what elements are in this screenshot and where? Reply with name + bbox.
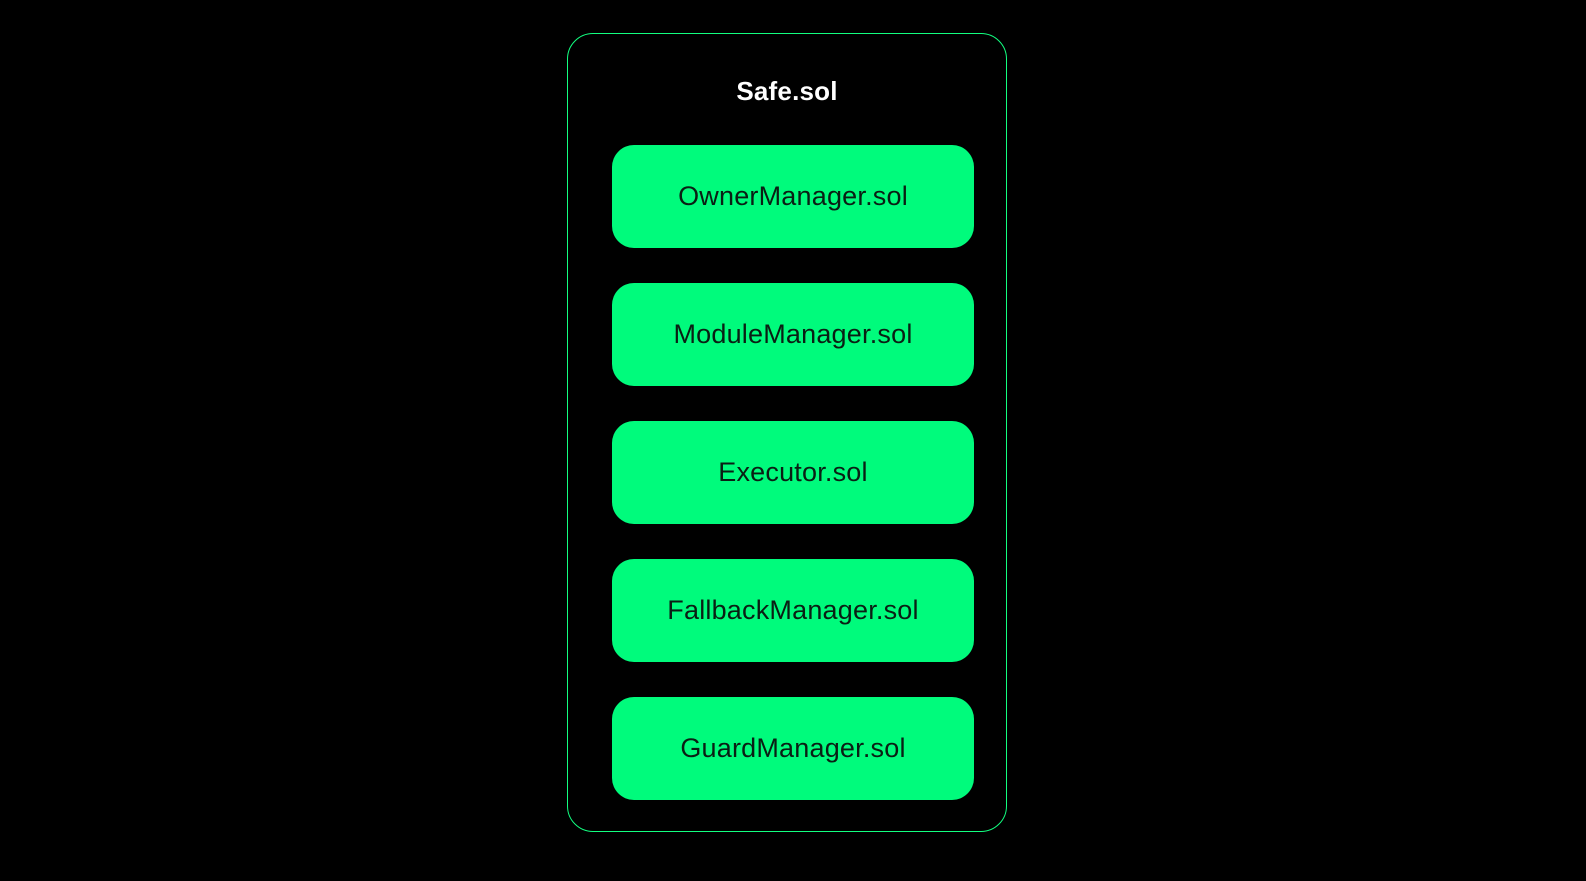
module-box-stack: OwnerManager.sol ModuleManager.sol Execu… bbox=[612, 145, 974, 800]
container-title: Safe.sol bbox=[736, 76, 838, 106]
module-box-label: OwnerManager.sol bbox=[678, 181, 908, 211]
module-box-label: GuardManager.sol bbox=[680, 733, 906, 763]
module-box-label: Executor.sol bbox=[718, 457, 868, 487]
module-box-fallbackmanager: FallbackManager.sol bbox=[612, 559, 974, 662]
module-box-label: FallbackManager.sol bbox=[667, 595, 919, 625]
safe-sol-container: Safe.sol OwnerManager.sol ModuleManager.… bbox=[567, 33, 1007, 832]
module-box-executor: Executor.sol bbox=[612, 421, 974, 524]
module-box-label: ModuleManager.sol bbox=[673, 319, 913, 349]
module-box-modulemanager: ModuleManager.sol bbox=[612, 283, 974, 386]
module-box-ownermanager: OwnerManager.sol bbox=[612, 145, 974, 248]
module-box-guardmanager: GuardManager.sol bbox=[612, 697, 974, 800]
